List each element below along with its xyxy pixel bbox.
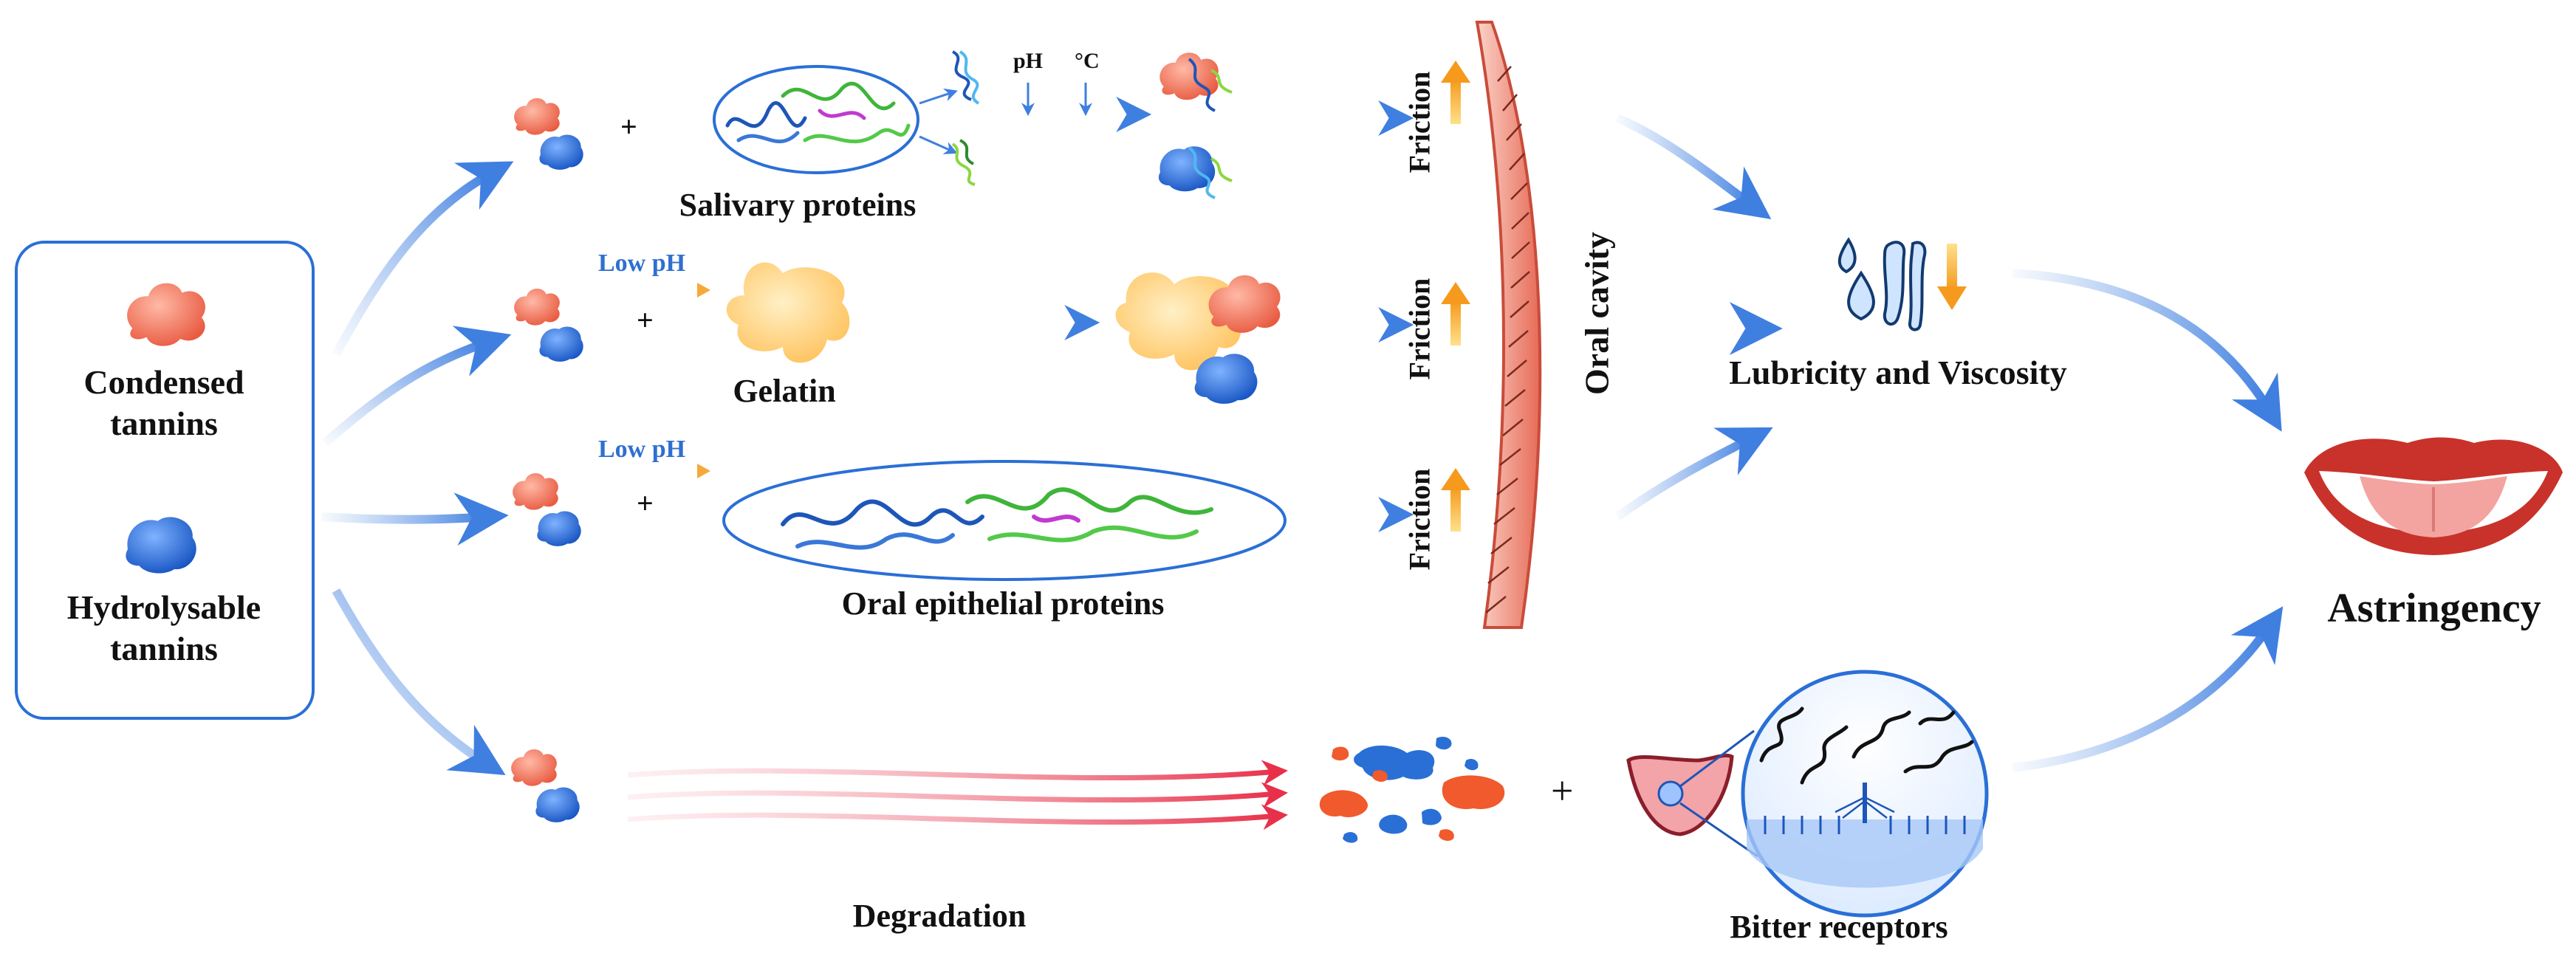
gelatin-label: Gelatin bbox=[733, 373, 836, 409]
branch-arrow-gelatin bbox=[322, 326, 512, 447]
bitter-receptor-magnified bbox=[1741, 670, 1989, 918]
bitter-receptors-label: Bitter receptors bbox=[1730, 909, 1948, 945]
salivary-proteins-label: Salivary proteins bbox=[679, 187, 917, 223]
friction-increase-arrows bbox=[1441, 61, 1470, 532]
hydrolysable-tannin-icon bbox=[126, 517, 196, 574]
salivary-branch-up bbox=[919, 88, 958, 105]
complex-hydrolysable-peptide bbox=[1158, 146, 1233, 199]
astringency-label: Astringency bbox=[2327, 585, 2541, 631]
branch-arrow-degradation bbox=[332, 588, 506, 776]
epithelial-protein-structure bbox=[781, 487, 1213, 550]
lubricity-decrease-arrow bbox=[1937, 244, 1967, 310]
lubricity-droplet-icons bbox=[1837, 237, 1927, 331]
friction-label-3: Friction bbox=[1402, 468, 1436, 571]
hydrolysable-tannins-label: Hydrolysable tannins bbox=[67, 587, 261, 670]
lips-icon bbox=[2304, 437, 2563, 555]
oral-cavity-label: Oral cavity bbox=[1578, 232, 1616, 395]
salivary-protein-structure bbox=[725, 81, 911, 143]
cavity-to-lubricity-arrow-3 bbox=[1614, 427, 1773, 520]
hydrolysable-label-line2: tannins bbox=[110, 630, 218, 667]
branch-arrow-salivary bbox=[332, 161, 514, 357]
lubricity-viscosity-label: Lubricity and Viscosity bbox=[1729, 354, 2067, 391]
peptide-helix-icons bbox=[951, 50, 980, 186]
oral-cavity-hatching bbox=[1485, 66, 1530, 613]
tannin-pair-row3 bbox=[513, 473, 581, 546]
cavity-to-lubricity-arrow-1 bbox=[1615, 114, 1772, 219]
condensed-label-line2: tannins bbox=[110, 405, 218, 442]
condensed-label-line1: Condensed bbox=[83, 363, 244, 401]
temperature-label: °C bbox=[1075, 49, 1100, 73]
plus-sign-1: + bbox=[620, 110, 637, 143]
plus-sign-4: + bbox=[1551, 769, 1574, 813]
bitter-to-astringency-arrow bbox=[2012, 606, 2284, 772]
epithelial-protein-ellipse bbox=[722, 460, 1287, 581]
gelatin-tannin-complex bbox=[1115, 272, 1281, 404]
complex-condensed-peptide bbox=[1159, 52, 1233, 112]
oral-cavity-wall bbox=[1475, 21, 1542, 629]
tannin-pair-row4 bbox=[511, 749, 580, 822]
degraded-tannin-fragments bbox=[1319, 737, 1505, 843]
hydrolysable-label-line1: Hydrolysable bbox=[66, 588, 261, 626]
callout-line-top bbox=[1679, 729, 1755, 788]
salivary-branch-down bbox=[919, 135, 958, 154]
degradation-arrows bbox=[627, 760, 1288, 831]
salivary-protein-ellipse bbox=[713, 65, 919, 174]
lubricity-to-astringency-arrow bbox=[2012, 269, 2282, 432]
degradation-label: Degradation bbox=[852, 898, 1027, 934]
low-ph-label-1: Low pH bbox=[598, 250, 686, 277]
branch-arrow-epithelial bbox=[321, 492, 509, 546]
plus-sign-2: + bbox=[637, 303, 654, 337]
friction-label-2: Friction bbox=[1402, 278, 1436, 380]
tongue-icon bbox=[1626, 753, 1734, 836]
tannin-legend-box bbox=[15, 241, 315, 720]
oral-epithelial-proteins-label: Oral epithelial proteins bbox=[841, 585, 1165, 622]
friction-label-1: Friction bbox=[1402, 71, 1436, 173]
plus-sign-3: + bbox=[637, 486, 654, 520]
tannin-pair-row2 bbox=[514, 289, 583, 362]
low-ph-label-2: Low pH bbox=[598, 436, 686, 463]
tannin-pair-row1 bbox=[514, 98, 583, 170]
condensed-tannins-label: Condensed tannins bbox=[83, 362, 244, 444]
ph-label: pH bbox=[1013, 49, 1044, 73]
gelatin-blob bbox=[726, 262, 850, 363]
callout-line-bottom bbox=[1679, 802, 1758, 858]
